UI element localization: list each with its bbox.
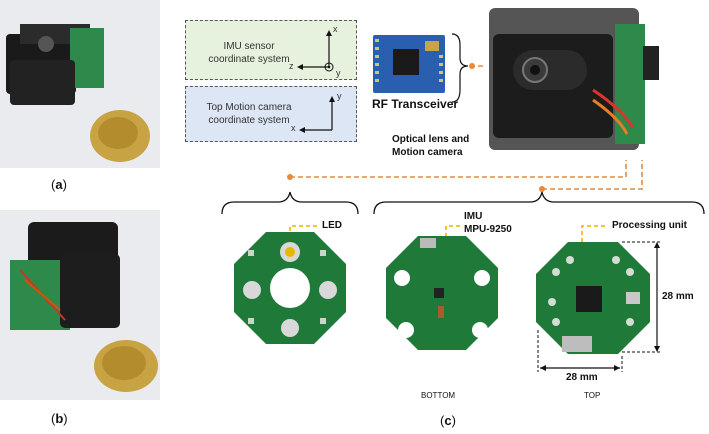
pcb-bottom-board — [386, 236, 498, 350]
imu-box-line2: coordinate system — [208, 54, 290, 65]
caption-bottom: BOTTOM — [421, 391, 456, 400]
processing-unit-label: Processing unit — [612, 220, 688, 231]
rf-transceiver-board — [373, 35, 445, 93]
photo-device-b — [0, 210, 160, 400]
caption-top: TOP — [584, 391, 601, 400]
dimension-width-label: 28 mm — [566, 372, 598, 383]
label-c: (c) — [440, 413, 456, 428]
pcb-led-board — [234, 232, 346, 344]
pcb-top-board — [536, 242, 650, 354]
camera-box-line1: Top Motion camera — [206, 102, 292, 113]
label-b: (b) — [51, 411, 68, 426]
imu-label-line2: MPU-9250 — [464, 224, 512, 235]
camera-box-line2: coordinate system — [208, 115, 290, 126]
camera-coordinate-box: Top Motion camera coordinate system y x — [185, 86, 357, 142]
optics-label-line1: Optical lens and — [392, 134, 470, 145]
optics-label-line2: Motion camera — [392, 147, 463, 158]
photo-device-top — [483, 0, 666, 160]
label-a: (a) — [51, 177, 67, 192]
imu-label-line1: IMU — [464, 211, 483, 222]
imu-axis-y: y — [336, 68, 341, 78]
rf-transceiver-label: RF Transceiver — [372, 97, 459, 111]
camera-axis-y: y — [337, 91, 342, 101]
imu-box-line1: IMU sensor — [223, 41, 275, 52]
imu-coordinate-box: IMU sensor coordinate system x z y — [185, 20, 357, 80]
imu-axis-x: x — [333, 24, 338, 34]
led-label: LED — [322, 220, 342, 231]
imu-axis-z: z — [289, 61, 294, 71]
photo-device-a — [0, 0, 160, 168]
dimension-height-label: 28 mm — [662, 291, 694, 302]
camera-axis-x: x — [291, 123, 296, 133]
